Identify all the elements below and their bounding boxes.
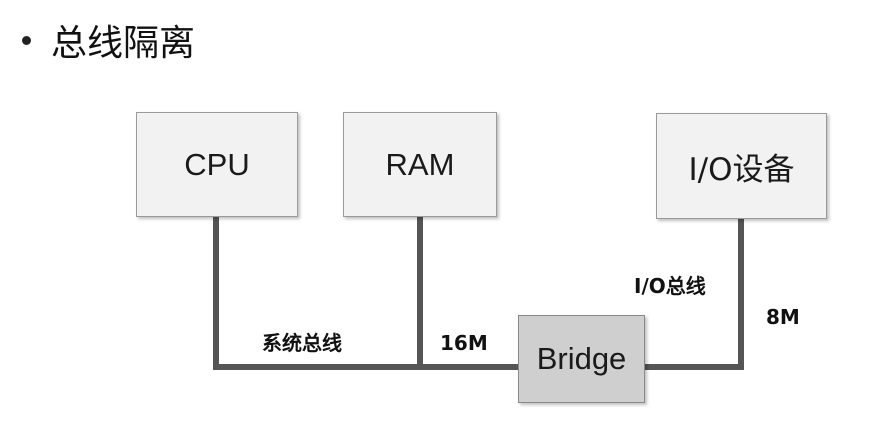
slide-title: 总线隔离 (51, 23, 196, 64)
bullet-icon (22, 35, 31, 45)
io-device-box: I/O设备 (656, 113, 827, 219)
io-bus-label: I/O总线 (634, 274, 706, 298)
bridge-box: Bridge (518, 315, 645, 403)
io-bus-speed-label: 8M (766, 305, 800, 329)
cpu-box: CPU (136, 112, 298, 217)
system-bus-label: 系统总线 (262, 331, 342, 355)
system-bus-speed-label: 16M (440, 331, 488, 355)
slide-heading: 总线隔离 (22, 10, 195, 70)
ram-box: RAM (343, 112, 497, 217)
